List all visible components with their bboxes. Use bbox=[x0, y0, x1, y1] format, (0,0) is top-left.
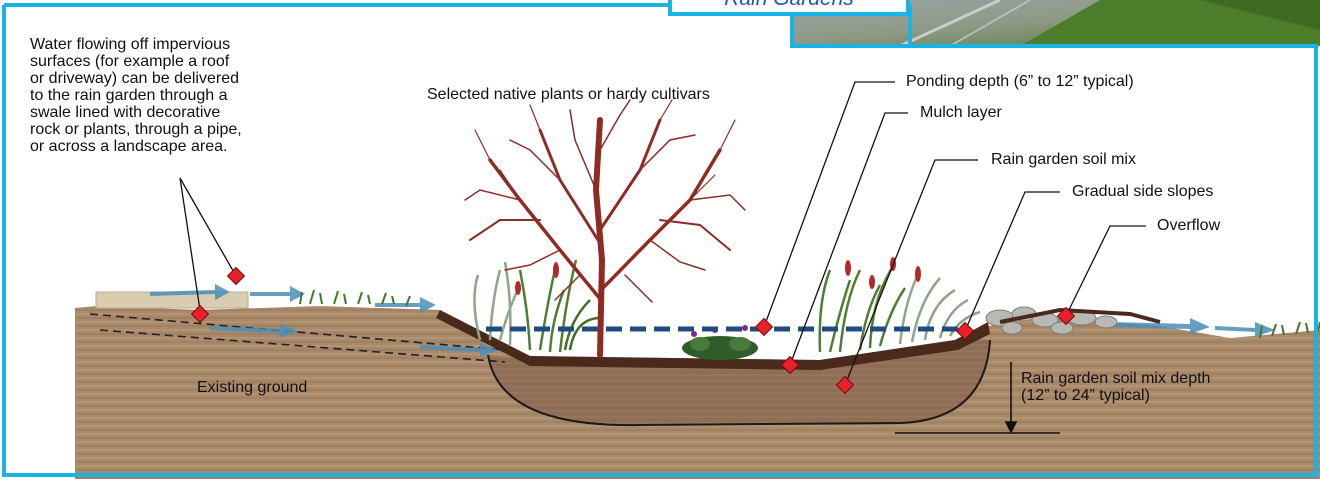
soil-mix-label: Rain garden soil mix bbox=[991, 151, 1136, 168]
overflow-label: Overflow bbox=[1157, 217, 1220, 234]
diagram-title: Rain Gardens bbox=[724, 0, 854, 11]
depth-label-line-2: (12” to 24” typical) bbox=[1021, 387, 1150, 404]
side-slopes-label: Gradual side slopes bbox=[1072, 183, 1213, 200]
water-note-line-6: rock or plants, through a pipe, bbox=[30, 121, 242, 138]
water-note-line-3: or driveway) can be delivered bbox=[30, 70, 242, 87]
existing-ground-label: Existing ground bbox=[197, 379, 307, 396]
ponding-depth-label: Ponding depth (6” to 12” typical) bbox=[906, 73, 1134, 90]
mulch-layer-label: Mulch layer bbox=[920, 104, 1002, 121]
plants-label: Selected native plants or hardy cultivar… bbox=[427, 86, 710, 103]
left-grass bbox=[300, 290, 410, 306]
title-tab: Rain Gardens bbox=[668, 0, 910, 16]
water-note: Water flowing off impervious surfaces (f… bbox=[30, 36, 242, 155]
water-note-line-1: Water flowing off impervious bbox=[30, 36, 242, 53]
water-note-line-4: to the rain garden through a bbox=[30, 87, 242, 104]
water-note-line-5: swale lined with decorative bbox=[30, 104, 242, 121]
water-note-line-7: or across a landscape area. bbox=[30, 138, 242, 155]
water-note-line-2: surfaces (for example a roof bbox=[30, 53, 242, 70]
depth-label-line-1: Rain garden soil mix depth bbox=[1021, 370, 1210, 387]
